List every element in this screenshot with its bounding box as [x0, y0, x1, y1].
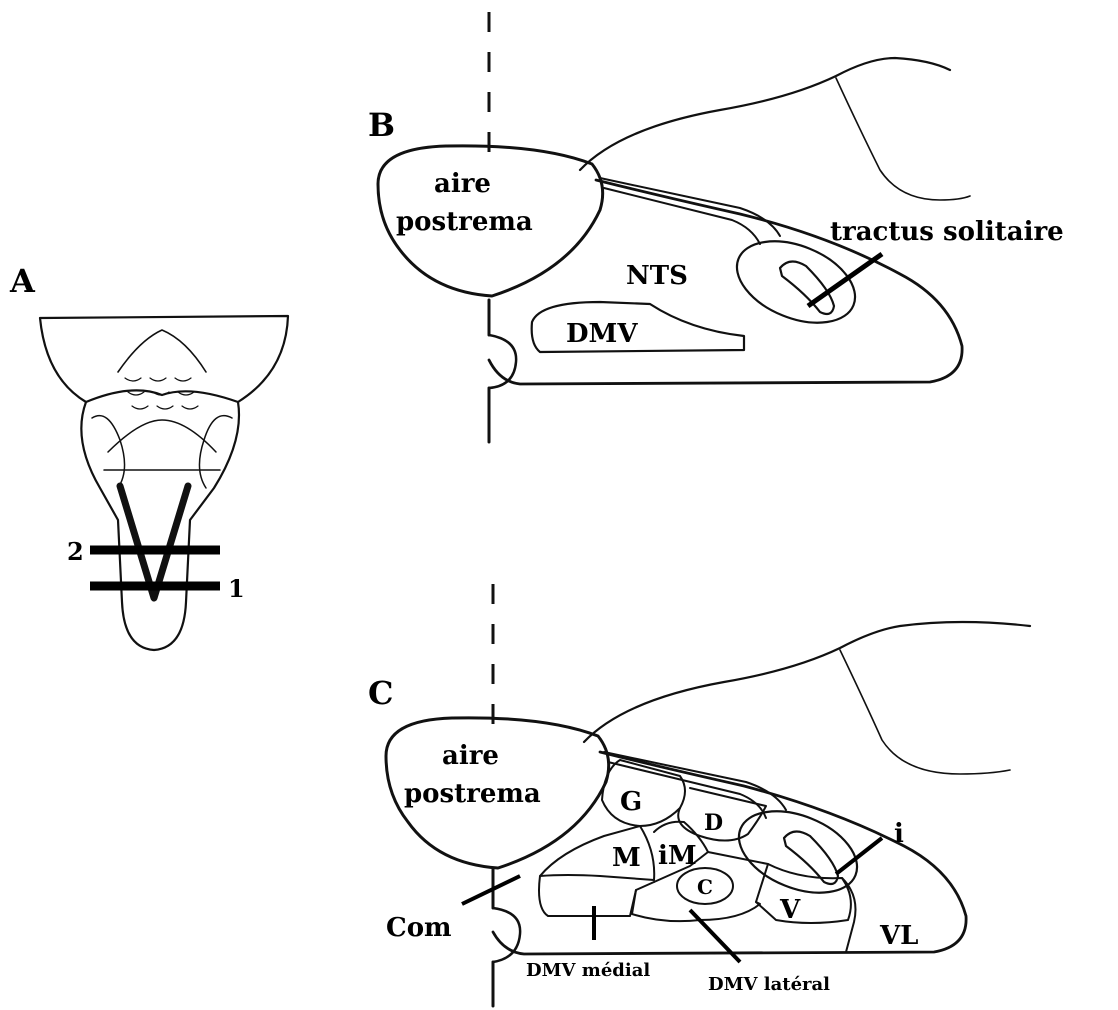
- dmv-medial-region: [539, 876, 654, 916]
- cerebellar-peduncles: [92, 416, 232, 488]
- collicular-arcs: [118, 330, 206, 372]
- dmv-lateral-label: DMV latéral: [708, 974, 830, 995]
- com-pointer: [462, 876, 520, 904]
- panel-a: A 2 1: [9, 262, 288, 650]
- v-label: V: [779, 895, 801, 925]
- panel-a-letter: A: [9, 262, 36, 300]
- cut-label-1: 1: [228, 574, 245, 603]
- panel-b: B aire postrema DMV NTS tractus solitair…: [368, 12, 1064, 442]
- dmv-region-b: [532, 302, 744, 352]
- g-label: G: [620, 787, 642, 817]
- area-postrema-label-b2: postrema: [396, 207, 533, 237]
- com-label: Com: [386, 913, 452, 943]
- d-label: D: [704, 810, 723, 836]
- nts-label-b: NTS: [626, 261, 688, 291]
- tractus-label-b: tractus solitaire: [830, 217, 1064, 247]
- area-postrema-label-c1: aire: [442, 741, 499, 771]
- solitary-tract-core-b: [780, 261, 834, 314]
- small-arcs: [125, 378, 198, 409]
- obex-v-highlight: [120, 486, 188, 596]
- brainstem-dorsal-view: 2 1: [40, 316, 288, 650]
- medulla-outline-b: [489, 180, 962, 384]
- central-canal-c: [493, 908, 520, 962]
- subnucleus-line-im-v: [708, 852, 768, 864]
- inner-curve-b: [836, 78, 970, 200]
- solitary-tract-ellipse-c: [727, 795, 869, 908]
- area-postrema-label-c2: postrema: [404, 779, 541, 809]
- dmv-label-b: DMV: [566, 319, 638, 349]
- central-canal-b: [489, 335, 516, 388]
- dmv-medial-label: DMV médial: [526, 960, 650, 981]
- cerebellum-outline: [40, 316, 288, 402]
- panel-c-letter: C: [368, 674, 393, 712]
- panel-b-letter: B: [368, 106, 395, 144]
- i-pointer: [836, 838, 882, 874]
- dorsal-outline-c: [584, 622, 1030, 742]
- brainstem-body: [81, 402, 239, 650]
- area-postrema-label-b1: aire: [434, 169, 491, 199]
- vl-label: VL: [879, 921, 918, 951]
- cut-label-2: 2: [67, 537, 84, 566]
- im-label: iM: [658, 841, 697, 871]
- obex-v-shape: [120, 486, 188, 598]
- dorsal-outline-b: [580, 58, 950, 170]
- c-label: C: [697, 875, 713, 899]
- inner-curve-c: [840, 650, 1010, 774]
- panel-c: C aire postrema C i G: [368, 584, 1030, 1006]
- m-label: M: [612, 843, 641, 873]
- i-label: i: [894, 819, 904, 849]
